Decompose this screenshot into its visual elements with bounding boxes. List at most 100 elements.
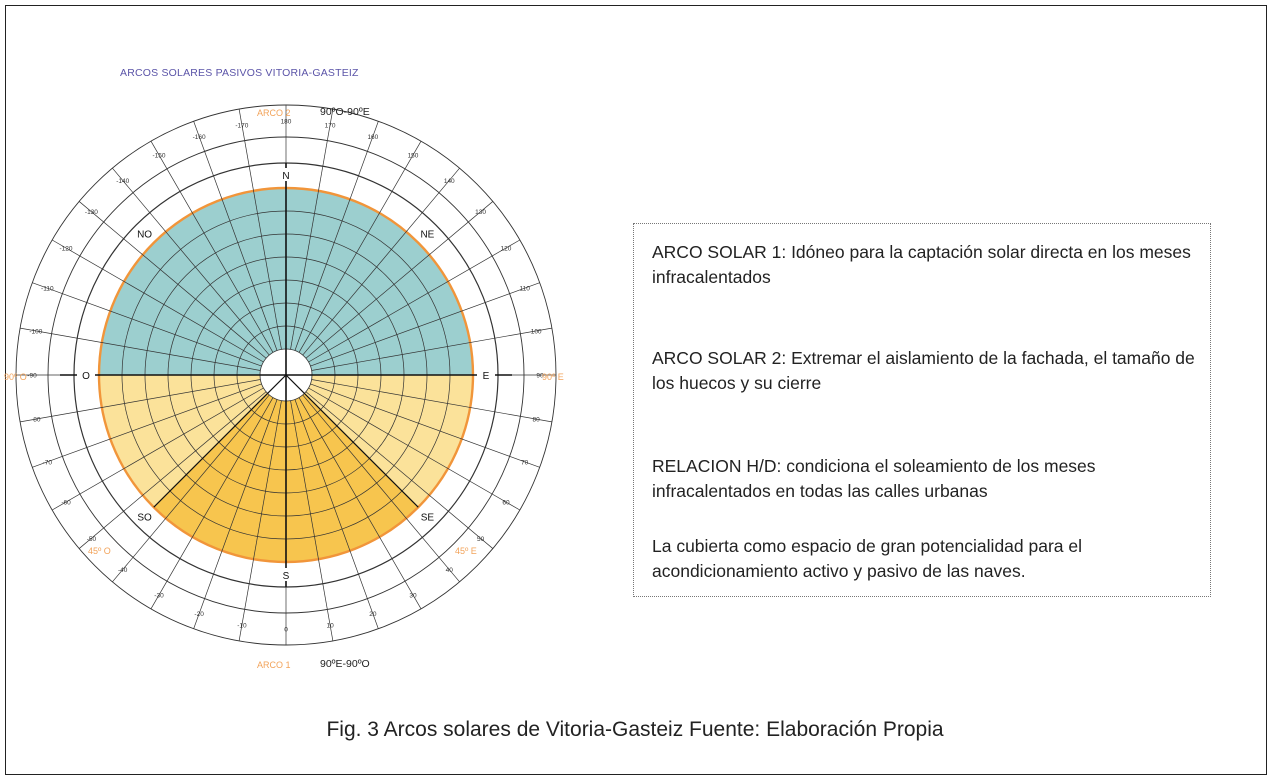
azimuth-line: [294, 399, 379, 629]
azimuth-tick-label: 170: [325, 122, 336, 129]
azimuth-line: [51, 387, 264, 511]
azimuth-line: [294, 121, 379, 351]
info-arco-solar-2: ARCO SOLAR 2: Extremar el aislamiento de…: [652, 348, 1195, 393]
azimuth-line: [112, 394, 270, 583]
azimuth-tick-label: -30: [154, 592, 164, 599]
west-tag: 90º O: [4, 372, 27, 382]
azimuth-tick-label: 80: [533, 417, 541, 424]
azimuth-tick-label: 40: [446, 567, 454, 574]
azimuth-line: [78, 391, 267, 549]
arc2-range: 90ºO-90ºE: [320, 106, 370, 118]
azimuth-line: [193, 121, 278, 351]
azimuth-tick-label: -150: [152, 153, 165, 160]
cardinal-o: O: [82, 371, 90, 382]
cardinal-ne: NE: [420, 230, 434, 241]
azimuth-tick-label: -60: [61, 500, 71, 507]
azimuth-line: [310, 383, 540, 468]
cardinal-bg: [135, 509, 154, 523]
azimuth-tick-label: -110: [41, 286, 54, 293]
azimuth-line: [298, 397, 422, 610]
azimuth-tick-label: 10: [326, 623, 334, 630]
arc1-label: ARCO 1: [257, 660, 291, 670]
azimuth-tick-label: 120: [501, 246, 512, 253]
sector-boundary: [153, 374, 287, 508]
azimuth-tick-label: -140: [116, 178, 129, 185]
sun-path-diagram: 1801701601501401301201101009080706050403…: [15, 104, 557, 646]
cardinal-e: E: [483, 371, 490, 382]
azimuth-tick-label: -40: [118, 567, 128, 574]
azimuth-tick-label: 70: [521, 459, 529, 466]
cardinal-bg: [135, 226, 154, 240]
azimuth-line: [20, 327, 261, 371]
azimuth-line: [302, 167, 460, 356]
azimuth-line: [290, 400, 334, 641]
cardinal-s: S: [283, 571, 290, 582]
azimuth-tick-label: -130: [85, 209, 98, 216]
azimuth-tick-label: 140: [444, 178, 455, 185]
azimuth-line: [51, 239, 264, 363]
azimuth-tick-label: -170: [235, 122, 248, 129]
cardinal-bg: [277, 168, 295, 181]
arc2-label: ARCO 2: [257, 108, 291, 118]
azimuth-tick-label: -10: [237, 623, 247, 630]
southwest-tag: 45º O: [88, 546, 111, 556]
azimuth-tick-label: -80: [31, 417, 41, 424]
cardinal-bg: [77, 368, 95, 381]
azimuth-line: [150, 397, 274, 610]
azimuth-line: [112, 167, 270, 356]
azimuth-tick-label: 30: [409, 592, 417, 599]
azimuth-line: [308, 387, 521, 511]
azimuth-tick-label: -120: [60, 246, 73, 253]
azimuth-tick-label: -160: [193, 134, 206, 141]
azimuth-tick-label: 50: [477, 536, 485, 543]
azimuth-tick-label: 90: [536, 373, 544, 380]
sector-boundary: [285, 374, 419, 508]
azimuth-line: [32, 282, 262, 367]
diagram-title: ARCOS SOLARES PASIVOS VITORIA-GASTEIZ: [120, 67, 359, 79]
azimuth-tick-label: -90: [27, 373, 37, 380]
info-cubierta: La cubierta como espacio de gran potenci…: [652, 536, 1083, 581]
azimuth-line: [32, 383, 262, 468]
azimuth-tick-label: 160: [367, 134, 378, 141]
azimuth-tick-label: -70: [43, 459, 53, 466]
info-box: ARCO SOLAR 1: Idóneo para la captación s…: [633, 223, 1211, 597]
azimuth-tick-label: 20: [369, 611, 377, 618]
azimuth-line: [305, 391, 494, 549]
azimuth-tick-label: 110: [519, 286, 530, 293]
cardinal-so: SO: [137, 512, 152, 523]
azimuth-tick-label: 150: [408, 153, 419, 160]
azimuth-line: [238, 400, 282, 641]
cardinal-bg: [418, 509, 437, 523]
azimuth-line: [308, 239, 521, 363]
cardinal-n: N: [282, 171, 289, 182]
azimuth-line: [310, 282, 540, 367]
azimuth-line: [150, 140, 274, 353]
cardinal-no: NO: [137, 230, 152, 241]
azimuth-tick-label: -100: [29, 328, 42, 335]
azimuth-line: [193, 399, 278, 629]
azimuth-line: [290, 109, 334, 350]
azimuth-line: [311, 327, 552, 371]
azimuth-line: [302, 394, 460, 583]
cardinal-se: SE: [421, 512, 435, 523]
azimuth-line: [311, 379, 552, 423]
azimuth-line: [305, 201, 494, 359]
azimuth-tick-label: -50: [87, 536, 97, 543]
cardinal-bg: [477, 368, 495, 381]
cardinal-bg: [418, 226, 437, 240]
azimuth-tick-label: 180: [281, 119, 292, 126]
cardinal-bg: [277, 568, 295, 581]
east-tag: 90º E: [542, 372, 564, 382]
azimuth-tick-label: 130: [475, 209, 486, 216]
azimuth-tick-label: -20: [194, 611, 204, 618]
arc1-range: 90ºE-90ºO: [320, 658, 370, 670]
azimuth-line: [20, 379, 261, 423]
azimuth-tick-label: 0: [284, 627, 288, 634]
azimuth-tick-label: 100: [531, 328, 542, 335]
azimuth-tick-label: 60: [502, 500, 510, 507]
info-arco-solar-1: ARCO SOLAR 1: Idóneo para la captación s…: [652, 242, 1191, 287]
figure-caption: Fig. 3 Arcos solares de Vitoria-Gasteiz …: [326, 718, 944, 741]
azimuth-line: [298, 140, 422, 353]
southeast-tag: 45º E: [455, 546, 477, 556]
info-relacion-hd: RELACION H/D: condiciona el soleamiento …: [652, 456, 1096, 501]
